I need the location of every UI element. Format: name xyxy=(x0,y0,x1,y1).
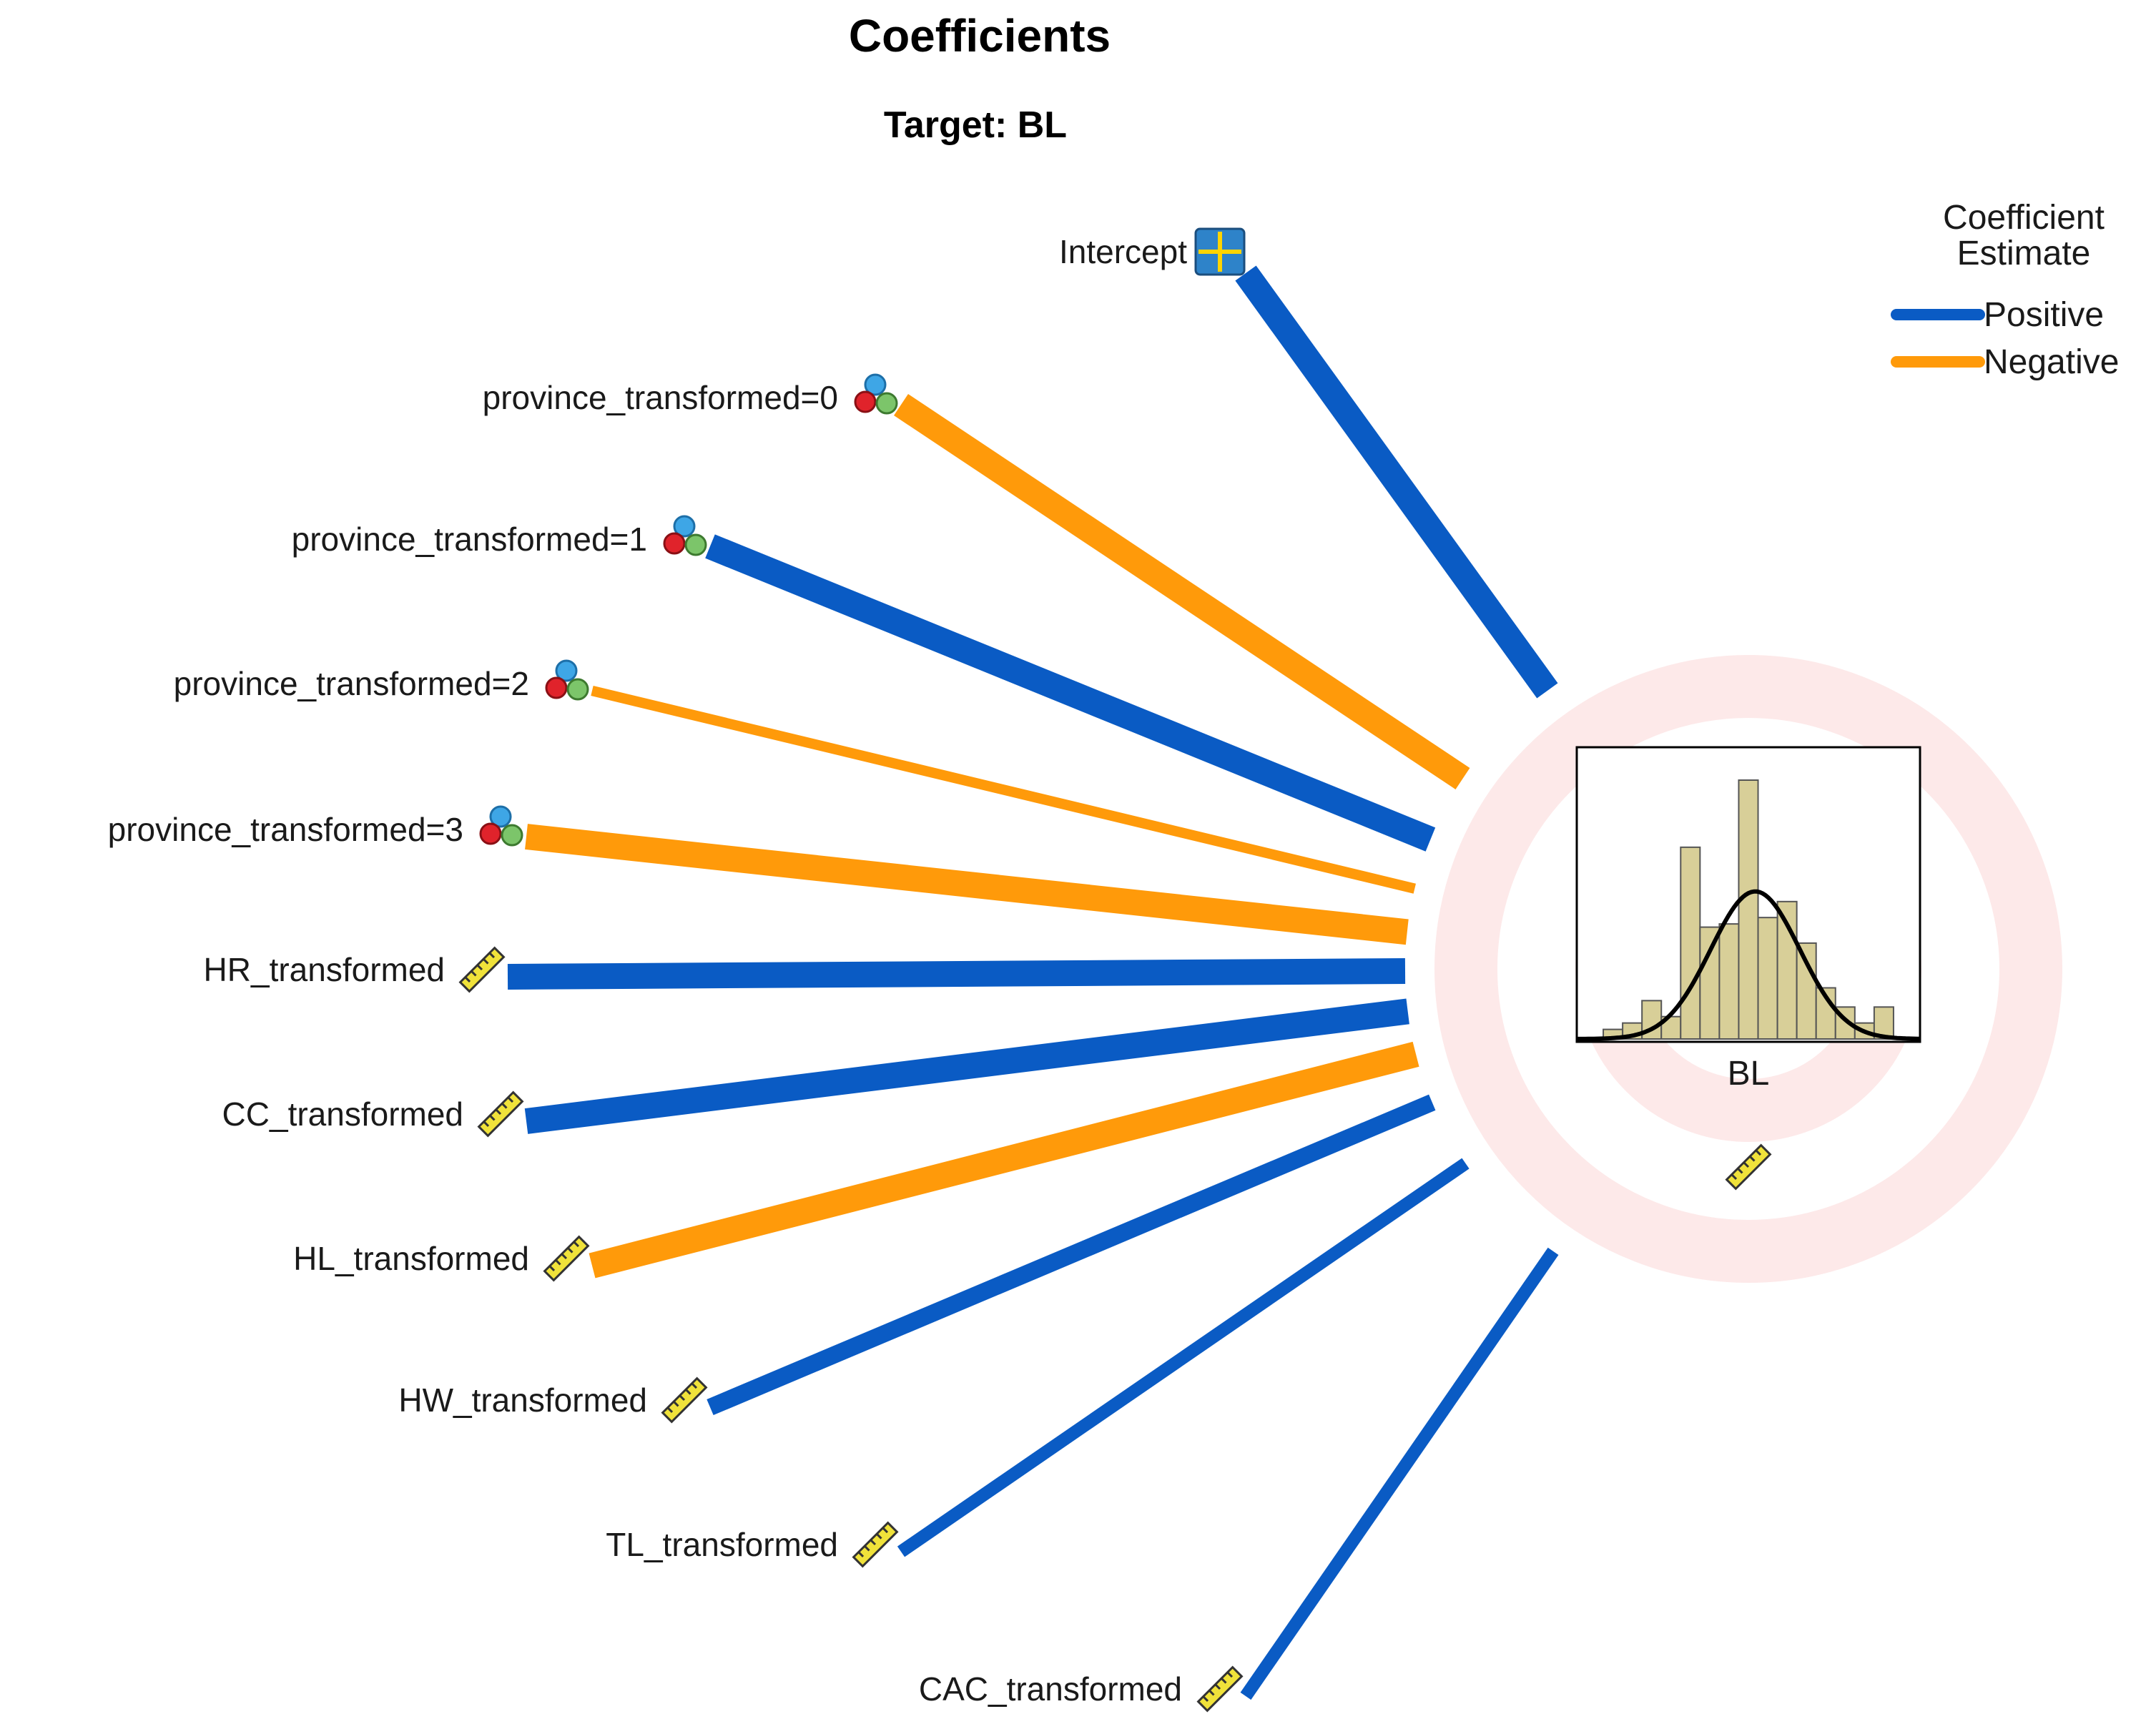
predictor-label: HW_transformed xyxy=(398,1381,647,1419)
scale-ruler-icon xyxy=(1725,1143,1772,1191)
nominal-icon xyxy=(663,515,707,556)
predictor-label: TL_transformed xyxy=(606,1526,838,1563)
target-label: BL xyxy=(1728,1055,1770,1093)
histogram-bar xyxy=(1738,779,1759,1040)
scale-ruler-icon xyxy=(1196,1665,1244,1713)
predictor-label: CAC_transformed xyxy=(919,1670,1182,1708)
scale-ruler-icon xyxy=(661,1376,708,1424)
edge-2 xyxy=(705,534,1436,852)
edge-6 xyxy=(524,998,1409,1134)
target-ring-outer xyxy=(1434,655,2062,1283)
histogram-bar xyxy=(1680,846,1701,1040)
histogram-bar xyxy=(1699,926,1721,1040)
predictor-label: HR_transformed xyxy=(204,951,445,988)
scale-ruler-icon xyxy=(543,1235,590,1282)
edge-9 xyxy=(897,1158,1470,1557)
legend-title-line2: Estimate xyxy=(1957,235,2091,272)
coefficient-edges xyxy=(507,265,1559,1700)
edge-5 xyxy=(507,958,1406,990)
nominal-icon xyxy=(545,659,589,701)
predictor-label: Intercept xyxy=(1059,233,1187,270)
nominal-icon xyxy=(854,373,898,415)
edge-4 xyxy=(525,824,1409,945)
nominal-icon xyxy=(479,805,523,847)
legend-label: Positive xyxy=(1984,296,2104,334)
legend-label: Negative xyxy=(1984,343,2119,381)
scale-ruler-icon xyxy=(458,946,506,993)
edge-3 xyxy=(591,685,1416,894)
chart-subtitle: Target: BL xyxy=(884,104,1067,146)
histogram-bar xyxy=(1796,942,1817,1040)
histogram-bar xyxy=(1718,923,1740,1040)
normal-curve xyxy=(1577,889,1921,1041)
predictor-label: province_transformed=2 xyxy=(174,665,529,702)
predictor-label: province_transformed=0 xyxy=(483,379,838,416)
edge-7 xyxy=(589,1041,1419,1279)
intercept-icon xyxy=(1194,227,1246,276)
legend-title-line1: Coefficient xyxy=(1943,199,2105,237)
chart-title: Coefficients xyxy=(849,10,1111,61)
edge-1 xyxy=(894,394,1470,789)
scale-ruler-icon xyxy=(852,1521,899,1568)
edge-10 xyxy=(1240,1247,1559,1700)
predictor-label: HL_transformed xyxy=(293,1240,529,1277)
predictor-label: province_transformed=3 xyxy=(108,811,463,848)
edge-0 xyxy=(1235,265,1558,699)
histogram-bar xyxy=(1757,917,1778,1040)
target-node[interactable]: BL xyxy=(1575,746,1921,1191)
predictor-label: CC_transformed xyxy=(222,1095,463,1133)
edge-8 xyxy=(707,1094,1436,1416)
predictor-labels: Intercept province_transformed=0 province_… xyxy=(108,227,1246,1713)
predictor-label: province_transformed=1 xyxy=(292,521,647,558)
scale-ruler-icon xyxy=(477,1090,524,1138)
